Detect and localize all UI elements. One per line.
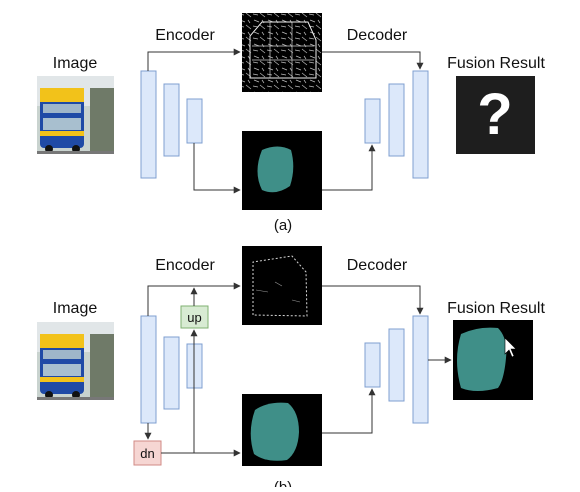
- panel-a-edge-map: [242, 13, 322, 92]
- panel-a-fusion-unknown: ?: [456, 76, 535, 154]
- panel-a-decoder-label: Decoder: [347, 27, 408, 44]
- panel-a-arrow-to-mask: [193, 143, 241, 194]
- panel-a-image-label: Image: [53, 55, 98, 72]
- panel-b-decoder-label: Decoder: [347, 257, 408, 274]
- question-mark-icon: ?: [477, 82, 512, 147]
- panel-a-decoder-block-2: [388, 83, 405, 157]
- panel-b-decoder-block-2: [388, 328, 405, 402]
- panel-b-decoder-block-3: [412, 315, 429, 424]
- up-label: up: [187, 310, 201, 325]
- panel-b-image-label: Image: [53, 300, 98, 317]
- panel-a-caption: (a): [274, 217, 292, 234]
- panel-a-encoder-block-3: [186, 98, 203, 144]
- panel-b-bus-image: [37, 322, 114, 400]
- panel-b-decoder-block-1: [364, 342, 381, 388]
- panel-b-arrow-to-edge: [147, 282, 241, 316]
- panel-a-encoder-block-1: [140, 70, 157, 179]
- panel-b-fusion-result: [453, 320, 533, 400]
- panel-a-mask-map: [242, 131, 322, 210]
- up-block: up: [180, 305, 209, 329]
- panel-b-fusion-label: Fusion Result: [447, 300, 545, 317]
- panel-a-encoder-block-2: [163, 83, 180, 157]
- panel-a-fusion-label: Fusion Result: [447, 55, 545, 72]
- panel-a-decoder-block-3: [412, 70, 429, 179]
- panel-a-arrow-mask-to-decoder: [322, 144, 376, 191]
- panel-b-encoder-label: Encoder: [155, 257, 215, 274]
- dn-label: dn: [140, 446, 154, 461]
- panel-b-mask-map: [242, 394, 322, 466]
- panel-a-encoder-label: Encoder: [155, 27, 215, 44]
- panel-b-arrow-mask-to-decoder: [322, 388, 376, 434]
- panel-b-arrow-edge-to-decoder: [322, 285, 424, 315]
- panel-b-caption: (b): [274, 479, 292, 487]
- panel-a-bus-image: [37, 76, 114, 154]
- panel-a-arrow-edge-to-decoder: [322, 51, 424, 70]
- panel-b-encoder-block-2: [163, 336, 180, 410]
- mouse-cursor-icon: [504, 337, 517, 358]
- dn-block: dn: [133, 440, 162, 466]
- panel-a: Image Encoder Decoder Fusion Result: [37, 13, 545, 234]
- panel-b-encoder-block-1: [140, 315, 157, 424]
- panel-b: Image Encoder Decoder Fusion Result: [37, 246, 545, 492]
- panel-a-decoder-block-1: [364, 98, 381, 144]
- panel-a-arrow-to-edge: [147, 48, 241, 71]
- panel-b-edge-map: [242, 246, 322, 325]
